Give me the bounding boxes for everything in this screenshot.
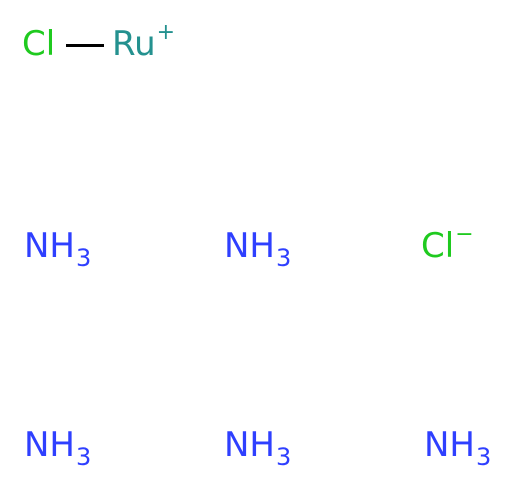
- ammonia-2-symbol: NH: [224, 226, 275, 266]
- ammonia-1-subscript: 3: [76, 244, 92, 272]
- ammonia-4-symbol: NH: [224, 425, 275, 465]
- atom-ammonia-5: NH3: [424, 425, 491, 469]
- atom-ammonia-4: NH3: [224, 425, 291, 469]
- ammonia-3-symbol: NH: [24, 425, 75, 465]
- ammonia-1-symbol: NH: [24, 226, 75, 266]
- ruthenium-charge: +: [156, 20, 176, 45]
- chloride-charge: −: [455, 222, 474, 247]
- ammonia-3-subscript: 3: [76, 443, 92, 471]
- bond-cl-ru: [66, 44, 104, 47]
- atom-ammonia-3: NH3: [24, 425, 91, 469]
- atom-ruthenium: Ru+: [112, 22, 175, 64]
- ammonia-2-subscript: 3: [276, 244, 292, 272]
- atom-chlorine-ligand: Cl: [22, 27, 55, 61]
- chloride-symbol: Cl: [421, 226, 455, 266]
- ammonia-5-subscript: 3: [476, 443, 492, 471]
- ruthenium-symbol: Ru: [112, 24, 156, 64]
- atom-ammonia-1: NH3: [24, 226, 91, 270]
- ammonia-5-symbol: NH: [424, 425, 475, 465]
- atom-ammonia-2: NH3: [224, 226, 291, 270]
- chlorine-ligand-symbol: Cl: [22, 24, 56, 64]
- atom-chloride-counter-ion: Cl−: [421, 224, 474, 266]
- ammonia-4-subscript: 3: [276, 443, 292, 471]
